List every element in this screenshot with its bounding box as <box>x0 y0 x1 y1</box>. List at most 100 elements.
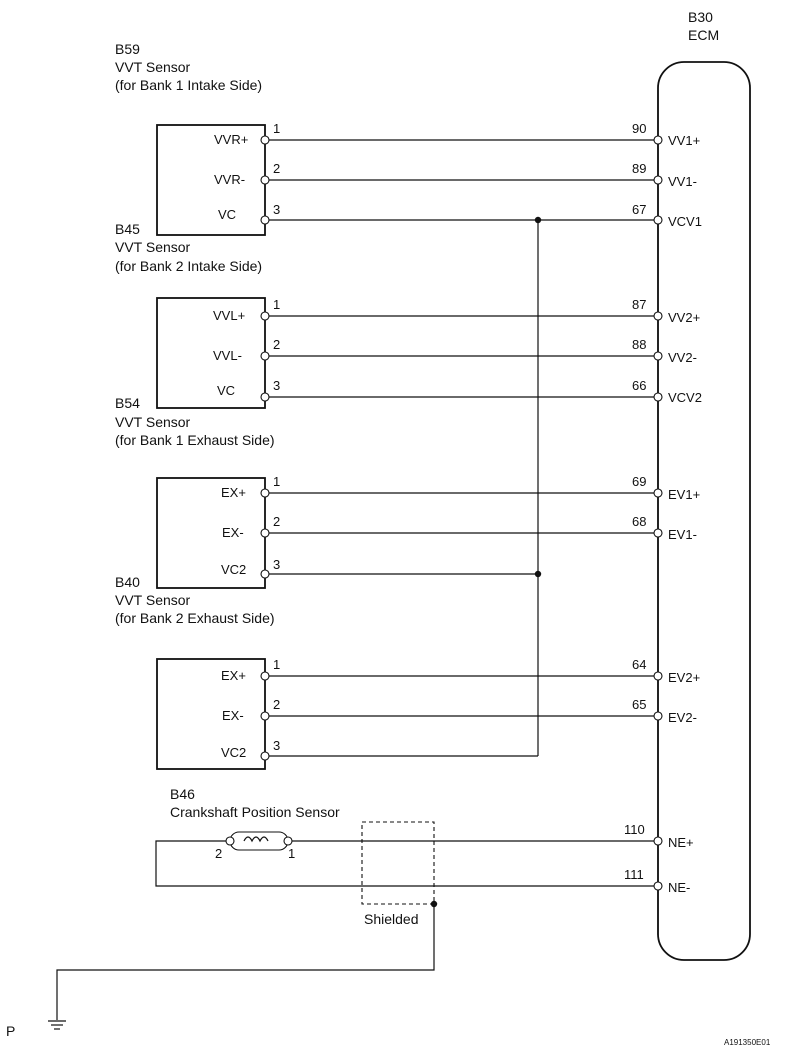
pin-number: 3 <box>273 557 280 572</box>
sensor-2-name: VVT Sensor <box>115 239 191 255</box>
term-label: VVR+ <box>214 132 248 147</box>
ecm-pin-number: 68 <box>632 514 646 529</box>
pin-number: 2 <box>273 697 280 712</box>
terminal <box>260 569 270 579</box>
pin-number: 3 <box>273 378 280 393</box>
wire-ne-minus <box>155 840 658 887</box>
ecm-pin-number: 89 <box>632 161 646 176</box>
ecm-terminal <box>653 711 663 721</box>
crank-code: B46 <box>170 786 195 802</box>
sensor-4-side: (for Bank 2 Exhaust Side) <box>115 610 275 626</box>
term-label: VC2 <box>221 562 246 577</box>
ecm-term-label: VV2- <box>668 350 697 365</box>
ecm-pin-number: 88 <box>632 337 646 352</box>
terminal <box>260 488 270 498</box>
sensor-1-side: (for Bank 1 Intake Side) <box>115 77 262 93</box>
ecm-pin-number: 66 <box>632 378 646 393</box>
terminal <box>260 175 270 185</box>
terminal <box>260 751 270 761</box>
ecm-code: B30 <box>688 9 713 25</box>
ecm-term-label: EV2- <box>668 710 697 725</box>
ecm-terminal <box>653 175 663 185</box>
sensor-1-pin-2: VVR- 2 89 VV1- <box>214 161 697 189</box>
ecm-term-label: NE- <box>668 880 690 895</box>
term-label: VC2 <box>221 745 246 760</box>
ecm-name: ECM <box>688 27 719 43</box>
term-label: VVR- <box>214 172 245 187</box>
crank-name: Crankshaft Position Sensor <box>170 804 340 820</box>
terminal <box>260 311 270 321</box>
ecm-term-label: EV1- <box>668 527 697 542</box>
pin-number: 2 <box>273 514 280 529</box>
term-label: VC <box>217 383 235 398</box>
pin-number: 3 <box>273 738 280 753</box>
sensor-1-code: B59 <box>115 41 140 57</box>
ecm-pin-number: 64 <box>632 657 646 672</box>
pin-number: 2 <box>273 161 280 176</box>
footer-left: P <box>6 1023 15 1039</box>
sensor-1-name: VVT Sensor <box>115 59 191 75</box>
pin-number: 2 <box>273 337 280 352</box>
sensor-1-pin-3: VC 3 67 VCV1 <box>218 202 702 229</box>
pin-number: 1 <box>273 657 280 672</box>
terminal <box>260 215 270 225</box>
ecm-terminal <box>653 135 663 145</box>
ecm-term-label: VV1+ <box>668 133 700 148</box>
shield-box <box>361 821 435 905</box>
ecm-term-label: VCV2 <box>668 390 702 405</box>
sensor-2-code: B45 <box>115 221 140 237</box>
crank-sensor-symbol: 2 1 <box>215 831 295 861</box>
sensor-2-pin-3: VC 3 66 VCV2 <box>217 378 702 405</box>
ecm-term-label: VCV1 <box>668 214 702 229</box>
ecm-term-label: EV2+ <box>668 670 700 685</box>
terminal <box>260 392 270 402</box>
ecm-terminal <box>653 392 663 402</box>
ecm-pin-number: 69 <box>632 474 646 489</box>
crank-pin-right: 1 <box>288 846 295 861</box>
ground-wire <box>56 904 435 1020</box>
sensor-1-box <box>156 124 266 236</box>
pin-number: 1 <box>273 297 280 312</box>
terminal <box>260 671 270 681</box>
ecm-terminal <box>653 671 663 681</box>
sensor-4-name: VVT Sensor <box>115 592 191 608</box>
crank-pin-left: 2 <box>215 846 222 861</box>
sensor-3-box <box>156 477 266 589</box>
sensor-2-pin-2: VVL- 2 88 VV2- <box>213 337 697 365</box>
term-label: EX+ <box>221 485 246 500</box>
shield-label: Shielded <box>364 911 419 927</box>
ecm-term-label: VV2+ <box>668 310 700 325</box>
term-label: EX- <box>222 708 244 723</box>
term-label: VC <box>218 207 236 222</box>
sensor-1-pin-1: VVR+ 1 90 VV1+ <box>214 121 700 148</box>
terminal <box>260 135 270 145</box>
ecm-terminal <box>653 215 663 225</box>
sensor-4-pin-2: EX- 2 65 EV2- <box>222 697 697 725</box>
sensor-3-side: (for Bank 1 Exhaust Side) <box>115 432 275 448</box>
ecm-term-label: EV1+ <box>668 487 700 502</box>
ecm-pin-number: 65 <box>632 697 646 712</box>
pin-number: 1 <box>273 474 280 489</box>
ecm-terminal <box>653 311 663 321</box>
footer-right: A191350E01 <box>724 1038 771 1047</box>
terminal <box>260 528 270 538</box>
splice-top <box>534 216 542 224</box>
term-label: EX- <box>222 525 244 540</box>
ecm-terminal <box>653 528 663 538</box>
term-label: EX+ <box>221 668 246 683</box>
sensor-2-box <box>156 297 266 409</box>
ecm-pin-number: 87 <box>632 297 646 312</box>
terminal <box>260 351 270 361</box>
term-label: VVL+ <box>213 308 245 323</box>
ecm-terminal <box>653 351 663 361</box>
ecm-pin-number: 110 <box>624 822 645 837</box>
ecm-terminal <box>653 488 663 498</box>
terminal <box>283 836 293 846</box>
sensor-4-box <box>156 658 266 770</box>
sensor-2-side: (for Bank 2 Intake Side) <box>115 258 262 274</box>
sensor-3-name: VVT Sensor <box>115 414 191 430</box>
ecm-box <box>657 61 751 961</box>
sensor-3-pin-2: EX- 2 68 EV1- <box>222 514 697 542</box>
